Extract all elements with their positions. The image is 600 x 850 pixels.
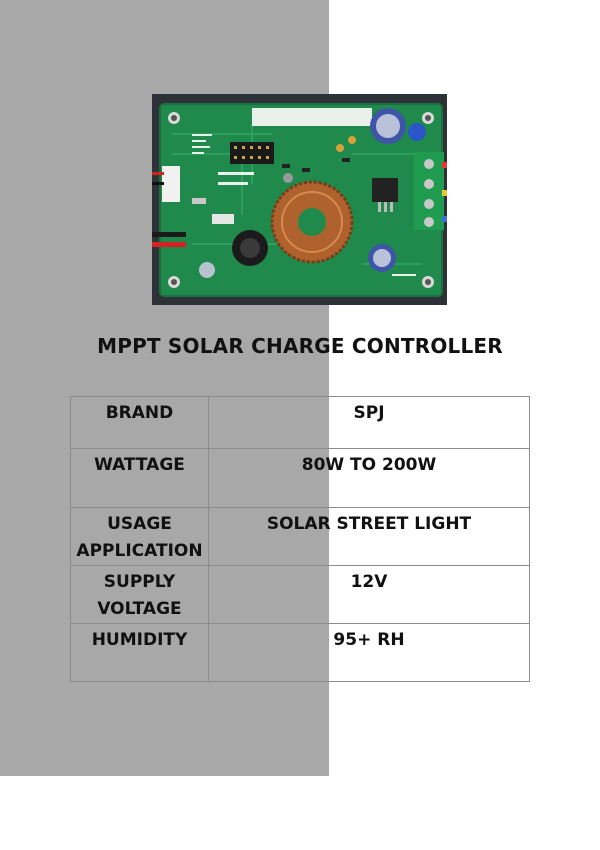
table-row: USAGE APPLICATION SOLAR STREET LIGHT xyxy=(70,507,530,566)
spec-label-brand: BRAND xyxy=(70,396,209,449)
spec-value-brand: SPJ xyxy=(208,396,530,449)
spec-value-usage-application: SOLAR STREET LIGHT xyxy=(208,507,530,566)
spec-value-wattage: 80W TO 200W xyxy=(208,448,530,508)
table-row: SUPPLY VOLTAGE 12V xyxy=(70,565,530,624)
spec-table: BRAND SPJ WATTAGE 80W TO 200W USAGE APPL… xyxy=(70,396,530,682)
spec-label-wattage: WATTAGE xyxy=(70,448,209,508)
table-row: BRAND SPJ xyxy=(70,396,530,449)
page-title: MPPT SOLAR CHARGE CONTROLLER xyxy=(97,334,503,358)
table-row: WATTAGE 80W TO 200W xyxy=(70,448,530,508)
spec-value-supply-voltage: 12V xyxy=(208,565,530,624)
table-row: HUMIDITY 95+ RH xyxy=(70,623,530,682)
spec-label-humidity: HUMIDITY xyxy=(70,623,209,682)
spec-value-humidity: 95+ RH xyxy=(208,623,530,682)
spec-label-usage-application: USAGE APPLICATION xyxy=(70,507,209,566)
pcb-board-photo xyxy=(152,94,447,305)
spec-label-supply-voltage: SUPPLY VOLTAGE xyxy=(70,565,209,624)
